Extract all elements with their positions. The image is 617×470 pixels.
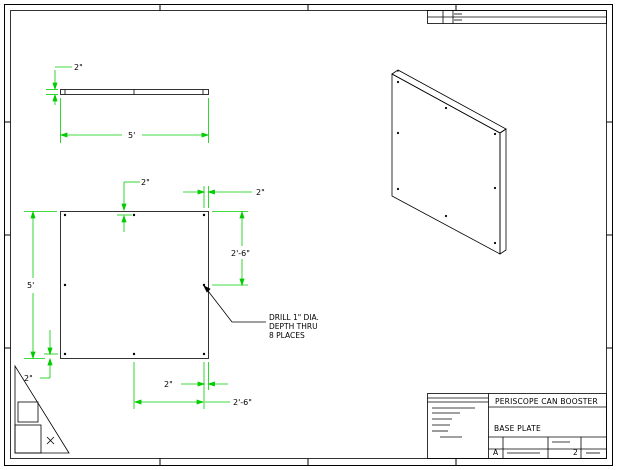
plan-view: 2" 2" 2'-6" 5' 2" 2" 2'-6" DRILL 1" DIA.…: [24, 178, 319, 409]
plan-bottom-spacing-dim: 2'-6": [233, 398, 252, 407]
drill-note-line-2: DEPTH THRU: [269, 322, 318, 331]
plan-hole-spacing-dim: 2'-6": [231, 249, 250, 258]
plan-right-offset-dim: 2": [256, 188, 265, 197]
rev-letter: A: [493, 448, 499, 457]
plan-top-offset-dim: 2": [141, 178, 150, 187]
plan-bottom-offset-dim: 2": [164, 380, 173, 389]
sheet-title: BASE PLATE: [494, 424, 541, 433]
corner-stamp: [14, 364, 70, 454]
zone-ticks: [4, 4, 613, 466]
project-title: PERISCOPE CAN BOOSTER: [495, 397, 598, 406]
side-thickness-dim: 2": [74, 63, 83, 72]
sheet-number: 2: [573, 448, 578, 457]
plan-height-dim: 5': [27, 281, 34, 290]
plan-plate: [60, 211, 209, 359]
revision-block: [427, 10, 607, 24]
drill-leader: [203, 285, 266, 323]
side-view-plate: [60, 89, 209, 95]
side-length-dim: 5': [128, 131, 135, 140]
plan-left-offset-dim: 2": [24, 374, 33, 383]
title-block: [427, 393, 607, 459]
isometric-view: [391, 69, 507, 255]
drill-note-line-1: DRILL 1" DIA.: [269, 313, 319, 322]
drill-note-line-3: 8 PLACES: [269, 331, 305, 340]
drawing-frame: [10, 10, 607, 459]
side-view: 2" 5': [46, 63, 210, 143]
drill-holes: [63, 213, 206, 356]
